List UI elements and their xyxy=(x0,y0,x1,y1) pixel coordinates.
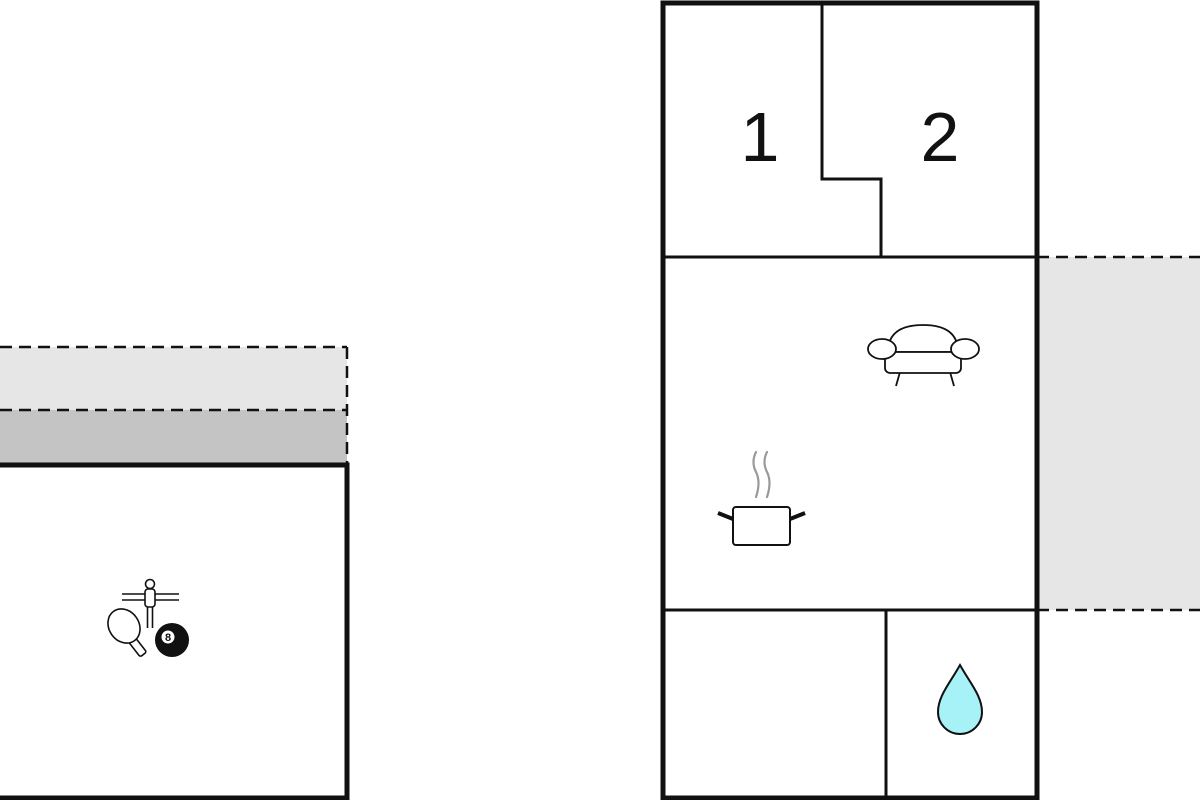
annex-building: 8 xyxy=(0,345,350,800)
annex-games-room-walls xyxy=(0,462,350,800)
annex-covered-terrace xyxy=(0,410,347,465)
main-house: 1 2 xyxy=(660,0,1200,800)
table-football-icon xyxy=(122,578,179,628)
house-interior-walls xyxy=(663,3,1037,800)
bedroom-2-label: 2 xyxy=(921,98,960,176)
cooking-pot-icon xyxy=(717,450,806,546)
house-outer-walls xyxy=(660,0,1040,800)
billiard-ball-number: 8 xyxy=(165,632,171,644)
steam-icon xyxy=(752,450,771,499)
billiard-ball-icon: 8 xyxy=(155,623,189,657)
table-tennis-icon xyxy=(107,608,147,657)
house-terrace-outline xyxy=(1037,255,1200,612)
annex-open-terrace xyxy=(0,347,347,410)
annex-terrace-outline xyxy=(0,345,349,465)
water-drop-icon xyxy=(936,662,984,735)
games-icon-group: 8 xyxy=(107,578,189,657)
house-terrace xyxy=(1037,257,1200,610)
bedroom-1-label: 1 xyxy=(741,98,780,176)
sofa-icon xyxy=(867,324,980,387)
